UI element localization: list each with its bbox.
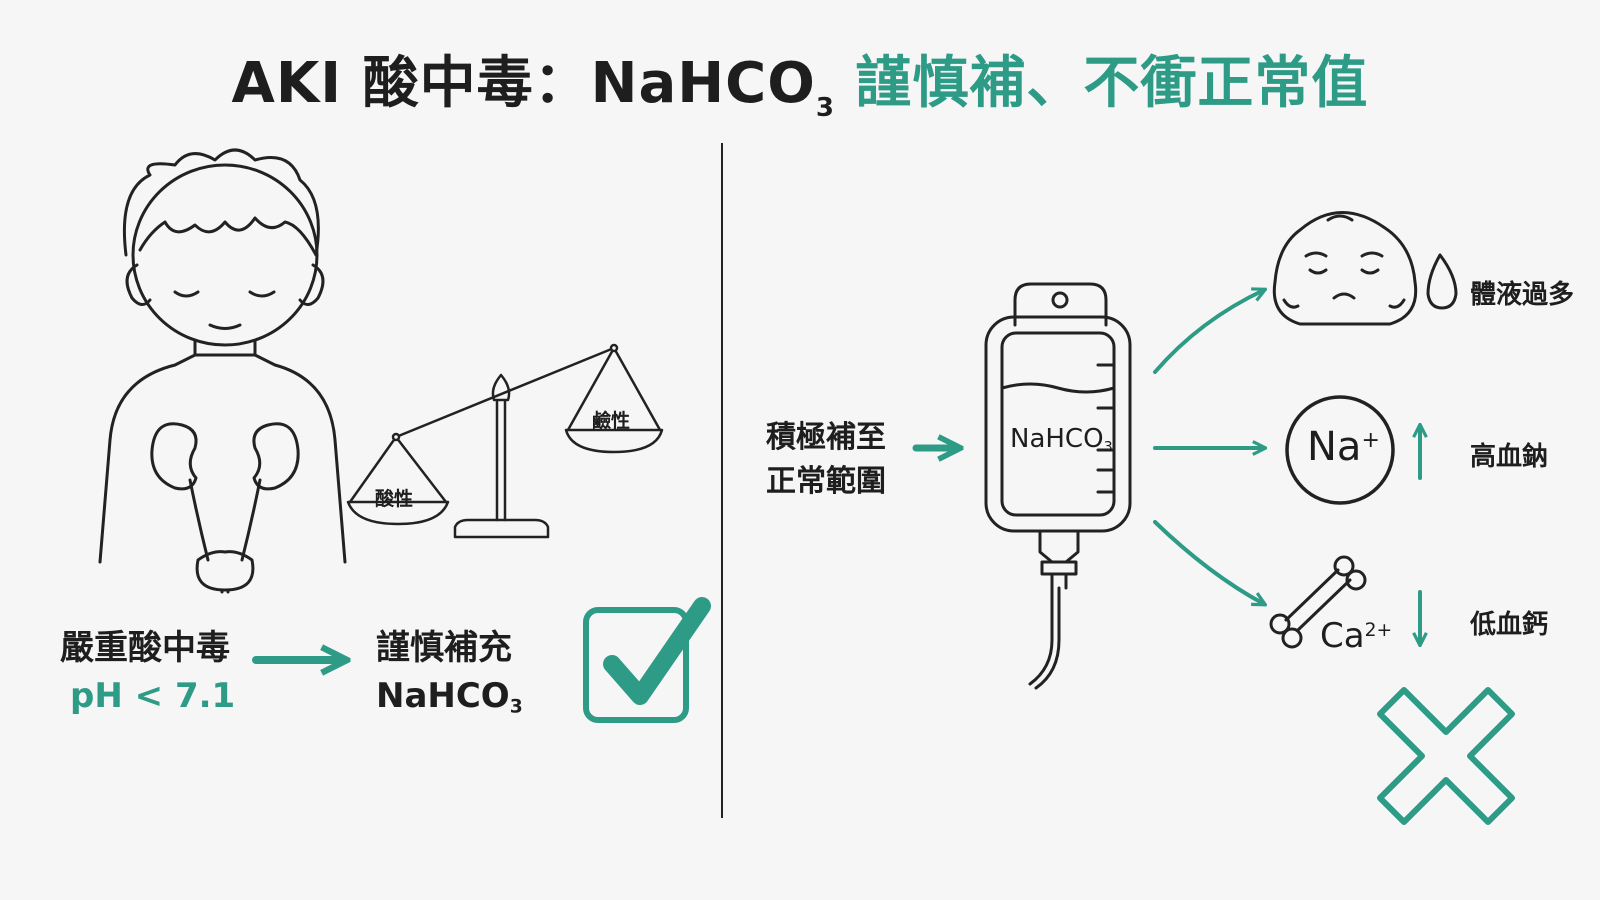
cross-icon (1377, 687, 1515, 825)
condition-label: 嚴重酸中毒 (60, 628, 230, 668)
iv-bag-icon (984, 282, 1132, 690)
title-subscript: 3 (815, 93, 835, 123)
sodium-symbol: Na+ (1307, 424, 1380, 470)
calcium-symbol: Ca2+ (1320, 616, 1393, 656)
action-label: 謹慎補充 (376, 628, 512, 668)
scale-acid-label: 酸性 (375, 488, 414, 510)
sodium-circle (1285, 395, 1395, 505)
arrow-to-fluid-overload (1153, 290, 1264, 374)
bag-label: NaHCO3 (1010, 424, 1113, 456)
check-icon (583, 597, 711, 723)
ph-threshold-label: pH < 7.1 (70, 676, 236, 716)
title-accent: 謹慎補、不衝正常值 (834, 51, 1369, 116)
bone-icon (1269, 555, 1367, 649)
page-title: AKI 酸中毒：NaHCO3 謹慎補、不衝正常值 (0, 38, 1600, 123)
swollen-face-icon (1272, 211, 1458, 326)
effect-label-fluid: 體液過多 (1470, 280, 1575, 310)
title-main: AKI 酸中毒：NaHCO (231, 51, 816, 116)
arrow-to-hypocalcemia (1153, 520, 1264, 604)
balance-scale-icon (346, 343, 664, 539)
effect-label-calcium: 低血鈣 (1470, 610, 1549, 640)
strategy-label-1: 積極補至 (766, 420, 886, 455)
scale-base-label: 鹼性 (592, 410, 631, 432)
effect-label-sodium: 高血鈉 (1470, 442, 1549, 472)
child-icon (98, 148, 347, 594)
strategy-label-2: 正常範圍 (766, 464, 886, 499)
action-drug-label: NaHCO3 (376, 676, 523, 718)
